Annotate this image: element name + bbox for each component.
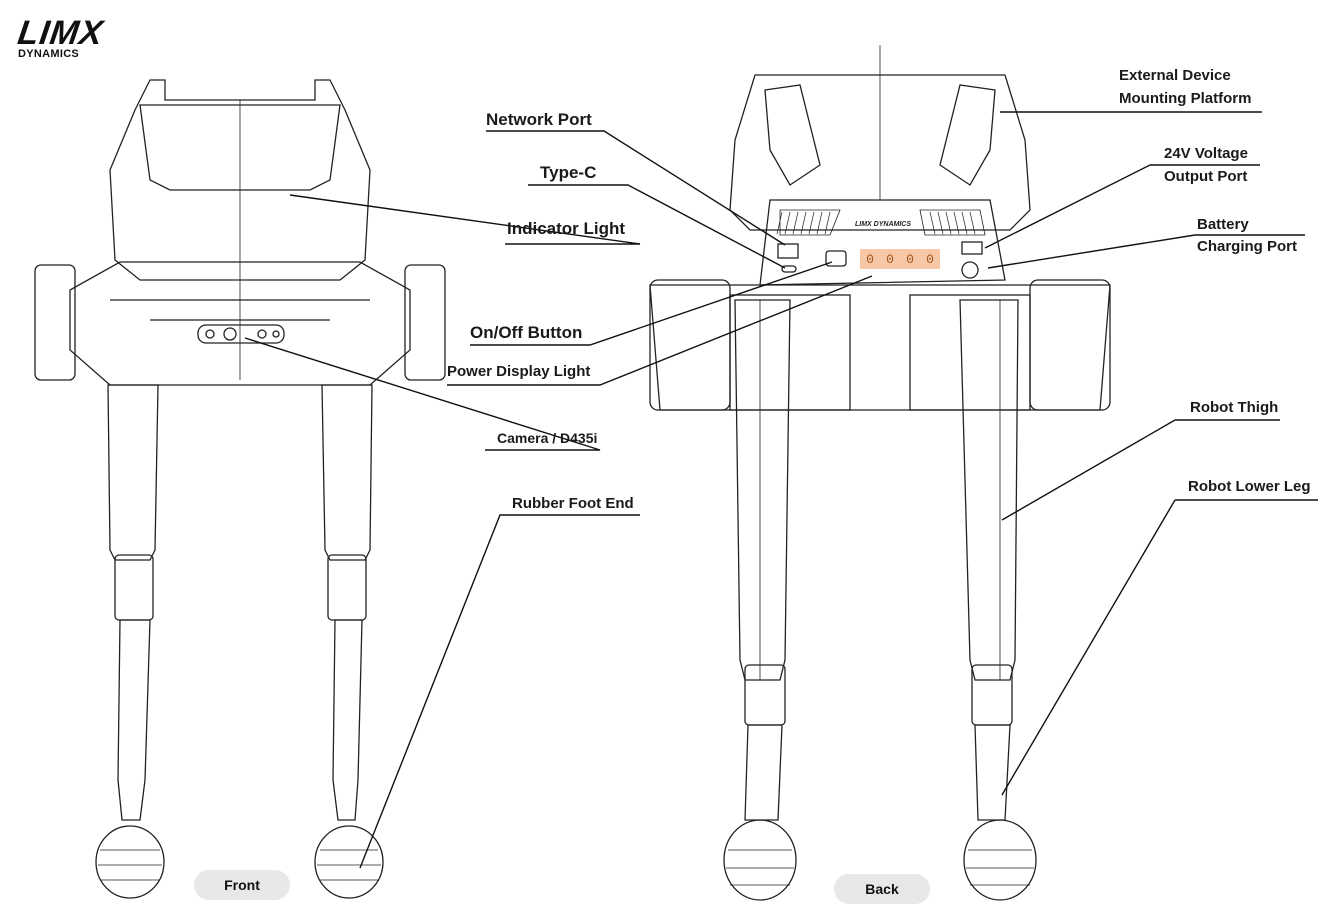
logo-sub: DYNAMICS (18, 48, 80, 60)
label-battery-port-1: Battery (1197, 216, 1249, 233)
label-robot-lower-leg: Robot Lower Leg (1188, 478, 1311, 495)
label-type-c: Type-C (540, 163, 597, 182)
back-robot (649, 45, 1111, 901)
limx-logo: LIMX DYNAMICS (15, 14, 106, 60)
label-camera: Camera / D435i (497, 430, 598, 446)
label-on-off-button: On/Off Button (470, 323, 583, 342)
label-voltage-port-2: Output Port (1164, 168, 1248, 185)
label-battery-port-2: Charging Port (1197, 238, 1297, 255)
rear-panel-brand: LIMX DYNAMICS (855, 221, 911, 228)
label-rubber-foot-end: Rubber Foot End (512, 495, 634, 512)
label-indicator-light: Indicator Light (507, 219, 626, 238)
leader-lines (244, 111, 1318, 869)
display-digit: 0 (886, 251, 894, 267)
display-digit: 0 (866, 251, 874, 267)
display-digit: 0 (926, 251, 934, 267)
label-robot-thigh: Robot Thigh (1190, 399, 1279, 416)
power-display: 0 0 0 0 (860, 249, 940, 269)
front-robot (34, 79, 446, 899)
front-view-label: Front (194, 870, 290, 900)
label-voltage-port-1: 24V Voltage (1164, 145, 1248, 162)
display-digit: 0 (906, 251, 914, 267)
back-view-label: Back (834, 874, 930, 904)
label-external-device-2: Mounting Platform (1119, 90, 1252, 107)
logo-brand: LIMX (15, 14, 106, 52)
label-network-port: Network Port (486, 110, 592, 129)
label-external-device-1: External Device (1119, 67, 1231, 84)
label-power-display-light: Power Display Light (447, 363, 591, 380)
